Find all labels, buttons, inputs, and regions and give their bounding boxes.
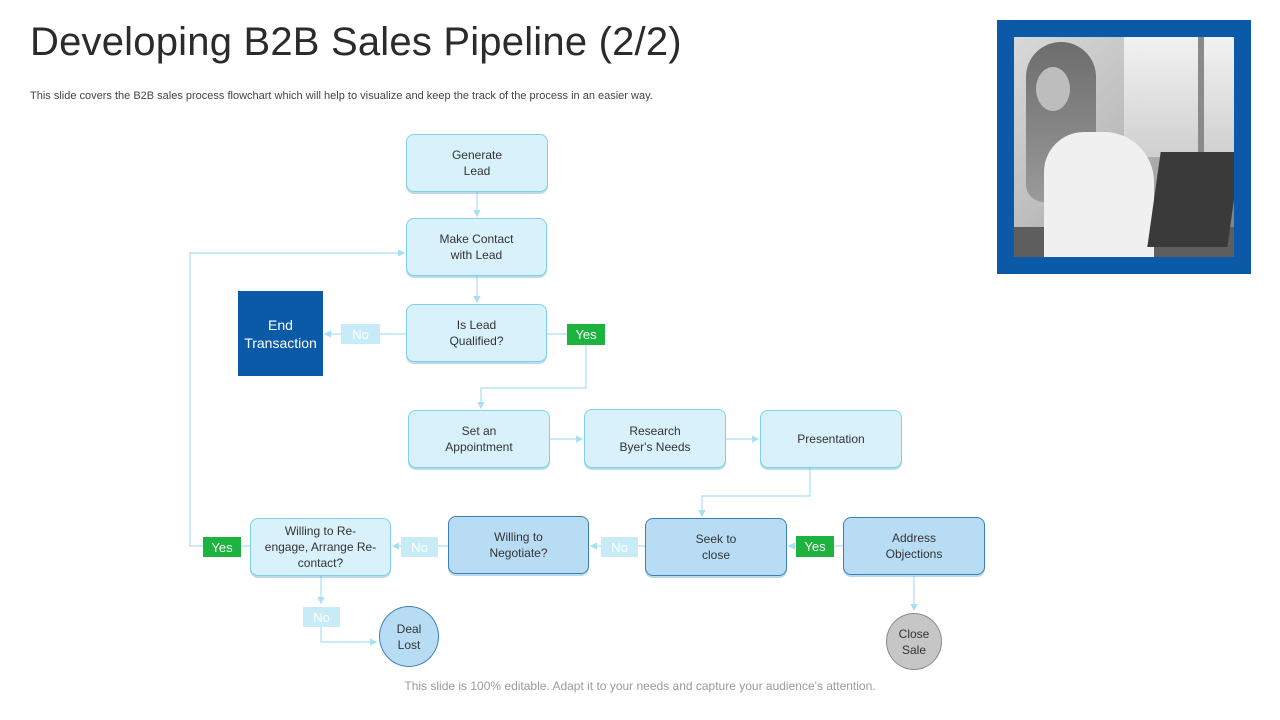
willing-to-reengage-node: Willing to Re- engage, Arrange Re- conta… — [250, 518, 391, 576]
research-needs-node: Research Byer's Needs — [584, 409, 726, 468]
make-contact-node: Make Contact with Lead — [406, 218, 547, 276]
set-appointment-label: Set an Appointment — [445, 424, 513, 454]
willing-to-negotiate-label: Willing to Negotiate? — [489, 530, 548, 560]
close-sale-label: Close Sale — [898, 626, 930, 657]
yes-tag-objections: Yes — [796, 536, 834, 557]
photo-frame — [997, 20, 1251, 274]
generate-lead-label: Generate Lead — [451, 148, 503, 178]
end-transaction-label: End Transaction — [244, 316, 317, 351]
arrow-presentation-to-seek — [698, 468, 811, 518]
yes-tag-reengage: Yes — [203, 537, 241, 557]
photo-woman-laptop-icon — [1014, 37, 1234, 257]
no-tag-seek: No — [601, 537, 638, 557]
is-lead-qualified-label: Is Lead Qualified? — [449, 318, 504, 348]
presentation-node: Presentation — [760, 410, 902, 468]
no-tag-reengage: No — [303, 607, 340, 627]
willing-to-negotiate-node: Willing to Negotiate? — [448, 516, 589, 574]
no-tag-qualified: No — [341, 324, 380, 344]
seek-to-close-label: Seek to close — [695, 532, 737, 562]
arrow-yes-loop-to-contact — [189, 249, 406, 547]
set-appointment-node: Set an Appointment — [408, 410, 550, 468]
close-sale-node: Close Sale — [886, 613, 942, 670]
seek-to-close-node: Seek to close — [645, 518, 787, 576]
address-objections-label: Address Objections — [885, 531, 943, 561]
arrow-no-to-deal-lost — [320, 627, 378, 646]
end-transaction-node: End Transaction — [238, 291, 323, 376]
page-subtitle: This slide covers the B2B sales process … — [30, 90, 653, 102]
footer-note: This slide is 100% editable. Adapt it to… — [404, 679, 876, 693]
deal-lost-label: Deal Lost — [396, 621, 422, 652]
yes-tag-qualified: Yes — [567, 324, 605, 345]
willing-to-reengage-label: Willing to Re- engage, Arrange Re- conta… — [264, 524, 377, 570]
make-contact-label: Make Contact with Lead — [439, 232, 514, 262]
research-needs-label: Research Byer's Needs — [619, 423, 691, 454]
generate-lead-node: Generate Lead — [406, 134, 548, 192]
no-tag-negotiate: No — [401, 537, 438, 557]
page-title: Developing B2B Sales Pipeline (2/2) — [30, 20, 682, 64]
arrow-yes-to-appointment — [477, 345, 587, 410]
presentation-label: Presentation — [797, 432, 865, 446]
deal-lost-node: Deal Lost — [379, 606, 439, 667]
address-objections-node: Address Objections — [843, 517, 985, 575]
is-lead-qualified-node: Is Lead Qualified? — [406, 304, 547, 362]
